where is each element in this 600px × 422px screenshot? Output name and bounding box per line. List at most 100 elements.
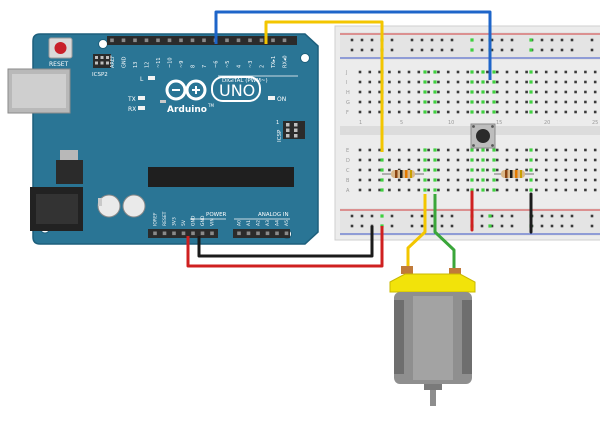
motor-shaft [430, 390, 436, 406]
power-pin-label: GND [200, 215, 206, 226]
logo-left-loop [165, 79, 187, 101]
breadboard-hole [427, 168, 430, 172]
breadboard-hole [368, 70, 372, 74]
power-pin-label: GND [191, 215, 197, 226]
analog-header-hole [284, 231, 289, 236]
breadboard-hole [515, 188, 519, 192]
breadboard-hole [417, 168, 421, 172]
connected-hole [433, 168, 437, 172]
push-button-corner [472, 144, 475, 147]
resistor-right [494, 170, 534, 178]
icsp2-pin [95, 56, 98, 59]
breadboard-hole [466, 80, 470, 84]
breadboard-hole [544, 148, 548, 152]
breadboard-hole [437, 70, 440, 74]
rail-hole [360, 214, 364, 218]
digital-pwm-label: DIGITAL (PWM~) [222, 78, 268, 84]
breadboard-hole [417, 70, 421, 74]
connected-hole [470, 70, 474, 74]
rail-hole [430, 48, 434, 52]
icsp2-pin [95, 61, 98, 65]
rail-hole [450, 224, 454, 228]
breadboard-hole [564, 178, 568, 182]
breadboard-hole [427, 178, 430, 182]
breadboard-hole [574, 100, 577, 104]
rail-hole [500, 48, 504, 52]
icsp-pin [286, 128, 290, 132]
breadboard-hole [564, 70, 568, 74]
row-letter-d: D [346, 158, 350, 164]
breadboard-hole [437, 178, 440, 182]
analog-pin-label: A1 [246, 220, 252, 226]
power-header-hole [181, 231, 186, 236]
rail-hole [560, 38, 564, 42]
led-rx [138, 106, 145, 110]
rail-hole [510, 48, 514, 52]
rail-hole [560, 48, 564, 52]
digital-pin-label: 7 [202, 65, 208, 68]
power-section-label: POWER [206, 212, 227, 218]
rail-hole [450, 38, 454, 42]
breadboard-hole [574, 90, 577, 94]
breadboard-hole [397, 148, 401, 152]
breadboard-hole [456, 168, 460, 172]
connected-hole [481, 178, 485, 182]
digital-pin-label: 8 [190, 65, 196, 68]
breadboard-hole [427, 80, 430, 84]
push-button[interactable] [470, 123, 496, 149]
breadboard-hole [535, 100, 538, 104]
rail-hole [490, 214, 494, 218]
connected-hole [423, 90, 427, 94]
breadboard-hole [397, 110, 401, 114]
connected-hole [470, 38, 474, 42]
breadboard-hole [397, 178, 401, 182]
connected-hole [492, 168, 496, 172]
connected-hole [470, 90, 474, 94]
breadboard-hole [417, 148, 421, 152]
connected-hole [423, 188, 427, 192]
rail-hole [500, 224, 504, 228]
reset-button[interactable] [54, 42, 67, 54]
row-letter-i: I [346, 80, 347, 86]
connected-hole [529, 168, 533, 172]
connected-hole [470, 110, 474, 114]
analog-header-hole [265, 231, 270, 236]
breadboard-hole [456, 80, 460, 84]
model-name: UNO [219, 81, 255, 100]
connected-hole [470, 100, 474, 104]
breadboard-hole [486, 100, 489, 104]
row-letter-f: F [346, 110, 349, 116]
rail-hole [510, 38, 514, 42]
breadboard-hole [476, 110, 479, 114]
connected-hole [529, 178, 533, 182]
breadboard-hole [437, 90, 440, 94]
motor-lead-green [433, 194, 456, 272]
breadboard-hole [515, 158, 519, 162]
breadboard-hole [535, 158, 538, 162]
rail-hole [490, 38, 494, 42]
breadboard-hole [495, 70, 499, 74]
rail-hole [550, 214, 554, 218]
connected-hole [529, 48, 533, 52]
breadboard-hole [407, 90, 411, 94]
breadboard-hole [446, 148, 450, 152]
breadboard-hole [505, 100, 509, 104]
breadboard-hole [495, 110, 499, 114]
motor-body-shade [394, 300, 404, 374]
breadboard-hole [486, 178, 489, 182]
push-button-cap[interactable] [476, 129, 490, 143]
digital-header-hole [282, 38, 287, 43]
connected-hole [481, 70, 485, 74]
uno-badge [211, 76, 261, 102]
breadboard-hole [456, 188, 460, 192]
rail-hole [590, 214, 594, 218]
breadboard-hole [505, 70, 509, 74]
breadboard-hole [525, 110, 528, 114]
breadboard-hole [554, 178, 558, 182]
icsp2-header [93, 54, 111, 68]
connected-hole [492, 188, 496, 192]
power-header-hole [191, 231, 195, 236]
column-number-20: 20 [544, 120, 550, 126]
connected-hole [423, 148, 427, 152]
connected-hole [380, 168, 384, 172]
